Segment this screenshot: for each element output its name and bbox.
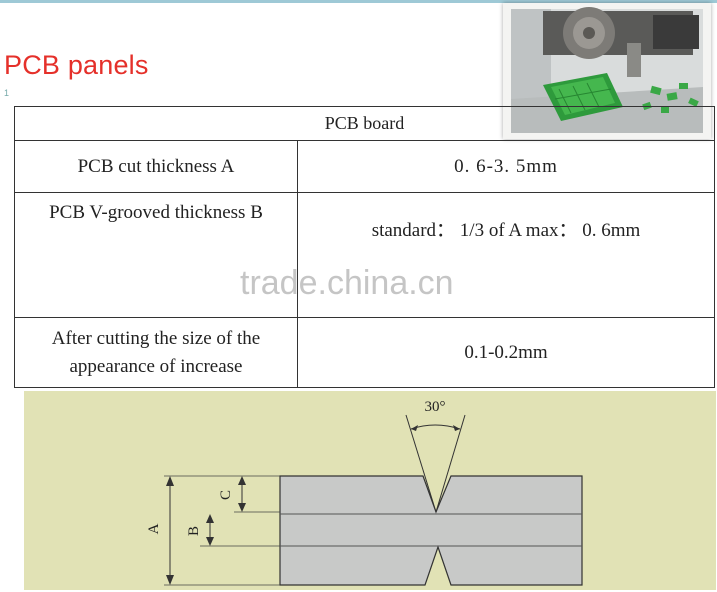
watermark: trade.china.cn <box>240 264 454 302</box>
dim-c-label: C <box>218 490 234 500</box>
table-title: PCB board <box>13 106 716 141</box>
row-value: 0.1-0.2mm <box>296 317 716 388</box>
pcb-cross-section <box>279 475 583 586</box>
angle-label: 30° <box>425 399 446 415</box>
row-label: PCB cut thickness A <box>14 140 298 193</box>
dim-b-label: B <box>186 526 202 536</box>
table-row: PCB V-grooved thickness B standard： 1/3 … <box>14 192 716 318</box>
top-divider <box>0 0 717 3</box>
row-label: PCB V-grooved thickness B <box>14 192 298 318</box>
row-value: standard： 1/3 of A max： 0. 6mm <box>296 192 716 318</box>
spec-table: PCB board PCB cut thickness A 0. 6-3. 5m… <box>13 106 716 388</box>
page-title: PCB panels <box>4 50 149 80</box>
table-row: After cutting the size of the appearance… <box>14 317 716 388</box>
row-label: After cutting the size of the appearance… <box>14 317 298 388</box>
dim-a-label: A <box>146 523 162 534</box>
heading-mark: 1 <box>4 88 10 98</box>
row-value: 0. 6-3. 5mm <box>296 140 716 193</box>
v-groove-diagram: 30° A C B <box>24 391 716 590</box>
table-row: PCB cut thickness A 0. 6-3. 5mm <box>14 140 716 193</box>
